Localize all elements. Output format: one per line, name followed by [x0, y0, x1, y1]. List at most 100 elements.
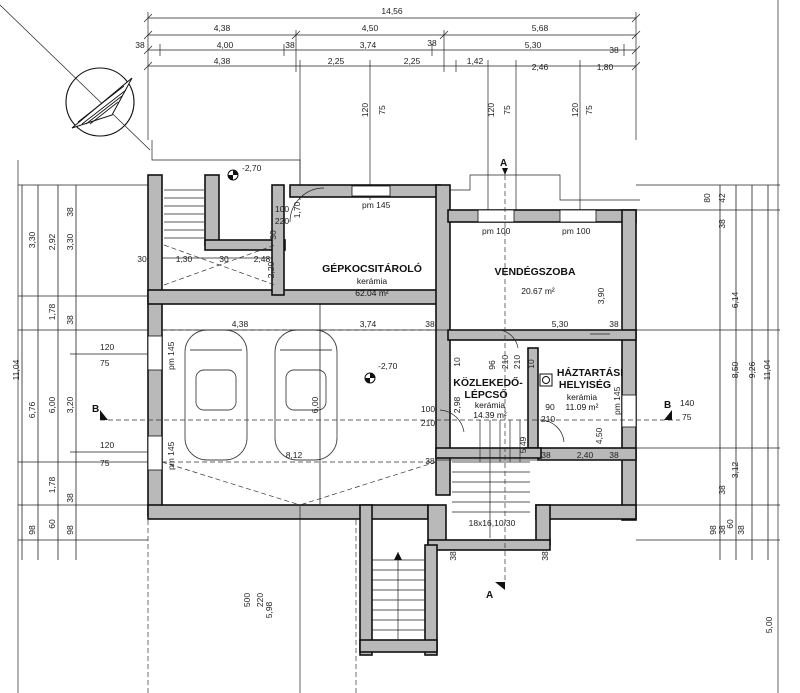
car-left-icon	[184, 329, 248, 461]
dim-inner: 4,38	[232, 319, 249, 329]
dim-left-window: 75	[100, 358, 110, 368]
dim-inner: 2,48	[254, 254, 271, 264]
room-area: 62.04 m²	[355, 288, 389, 298]
dim-left-window: 120	[100, 440, 114, 450]
stair-spec: 18x16,10/30	[469, 518, 516, 528]
site-boundary	[17, 0, 779, 693]
dim-top-row3: 2,25	[328, 56, 345, 66]
internal-stair	[452, 420, 530, 538]
dim-inner: 6,00	[310, 396, 320, 413]
dim-left-d: 38	[65, 207, 75, 217]
dim-left-d: 3,20	[65, 396, 75, 413]
dim-left-window: 75	[100, 458, 110, 468]
level-garage: -2,70	[378, 361, 398, 371]
opening-label: pm 145	[166, 441, 176, 470]
dim-inner: 10	[452, 357, 462, 367]
dim-right-d: 4,50	[594, 427, 604, 444]
dim-right-c: 60	[725, 519, 735, 529]
dim-inner: 2,20	[266, 261, 276, 278]
dim-inner: 38	[448, 551, 458, 561]
dim-left-c: 1,78	[47, 476, 57, 493]
section-b-left: B	[92, 404, 99, 415]
section-a-line	[495, 168, 508, 590]
dim-left-c: 1,78	[47, 303, 57, 320]
dim-top-total: 14,56	[381, 6, 403, 16]
opening-label: pm 145	[362, 200, 391, 210]
dim-right-c: 8,50	[730, 361, 740, 378]
dim-right-c: 3,90	[596, 287, 606, 304]
dim-inner: 500	[242, 593, 252, 607]
dim-inner: 38	[425, 456, 435, 466]
dim-inner: 38	[541, 450, 551, 460]
section-b-right: B	[664, 400, 671, 411]
dim-left-c: 2,92	[47, 233, 57, 250]
dim-top-row2: 38	[609, 45, 619, 55]
dim-inner: 3,74	[360, 319, 377, 329]
dim-inner: 10	[526, 359, 536, 369]
dim-vert-120: 120	[360, 103, 370, 117]
dim-left-outer: 11,04	[11, 359, 21, 380]
dim-inner: 30	[219, 254, 229, 264]
dim-inner: 30	[268, 230, 278, 240]
room-name: VENDÉGSZOBA	[494, 265, 576, 278]
opening-label: pm 100	[482, 226, 511, 236]
dim-inner: 100	[421, 404, 435, 414]
dim-top-row1: 4,38	[214, 23, 231, 33]
right-dimension-chains	[636, 184, 780, 560]
dim-inner: 100	[275, 204, 289, 214]
room-floor: kerámia	[567, 392, 598, 402]
dim-top-row2: 38	[427, 38, 437, 48]
dim-inner: 96	[487, 360, 497, 370]
section-b-line	[100, 410, 680, 421]
dim-top-row3: 2,25	[404, 56, 421, 66]
room-name: HÁZTARTÁSI	[557, 366, 623, 379]
room-floor: kerámia	[357, 276, 388, 286]
dim-top-row2: 5,30	[525, 40, 542, 50]
entrance-stair	[372, 552, 425, 640]
room-area: 14.39 m²	[473, 410, 507, 420]
dim-left-d: 38	[65, 493, 75, 503]
top-dimension-chains: 14,56 4,38 4,50 5,68 38 4,00 38 3,74 38 …	[135, 6, 641, 215]
dim-left-d: 98	[65, 525, 75, 535]
dim-right-c: 3,12	[730, 461, 740, 478]
dim-right-b: 9,26	[747, 361, 757, 378]
dim-inner: 210	[512, 355, 522, 369]
left-dimension-chains	[18, 184, 148, 560]
room-floor: kerámia	[475, 400, 506, 410]
dim-inner: 38	[425, 319, 435, 329]
dim-right-d: 38	[736, 525, 746, 535]
doors	[289, 187, 610, 443]
room-guest: VENDÉGSZOBA 20.67 m²	[494, 265, 576, 296]
section-a-bottom: A	[486, 590, 493, 601]
dim-inner: 220	[255, 593, 265, 607]
dim-inner: 210	[500, 355, 510, 369]
dim-right-d: 80	[702, 193, 712, 203]
room-utility: HÁZTARTÁSI HELYISÉG kerámia 11.09 m²	[557, 366, 623, 412]
dim-inner: 1,30	[176, 254, 193, 264]
room-area: 20.67 m²	[521, 286, 555, 296]
dim-inner: 5,30	[552, 319, 569, 329]
opening-label: pm 100	[562, 226, 591, 236]
room-name: HELYISÉG	[559, 378, 611, 391]
dim-right-b: 6,14	[730, 291, 740, 308]
dim-vert-75: 75	[377, 105, 387, 115]
walls	[147, 174, 637, 656]
dim-left-b: 6,76	[27, 401, 37, 418]
dim-right-d: 38	[717, 219, 727, 229]
section-a-top: A	[500, 158, 507, 169]
dim-inner: 2,98	[452, 396, 462, 413]
dim-top-row3: 2,46	[532, 62, 549, 72]
dim-inner: 210	[541, 414, 555, 424]
north-arrow-icon	[0, 4, 151, 151]
dim-inner: 5,49	[518, 436, 528, 453]
dim-top-row3: 1,80	[597, 62, 614, 72]
dim-right-d: 38	[717, 485, 727, 495]
dim-top-row3: 4,38	[214, 56, 231, 66]
dim-inner: 38	[609, 450, 619, 460]
dim-top-row1: 5,68	[532, 23, 549, 33]
dim-vert-120: 120	[570, 103, 580, 117]
dim-vert-75: 75	[502, 105, 512, 115]
dim-right-b: 98	[708, 525, 718, 535]
dim-right-outer: 5,00	[764, 616, 774, 633]
room-hall: KÖZLEKEDŐ- LÉPCSŐ kerámia 14.39 m²	[453, 376, 523, 420]
